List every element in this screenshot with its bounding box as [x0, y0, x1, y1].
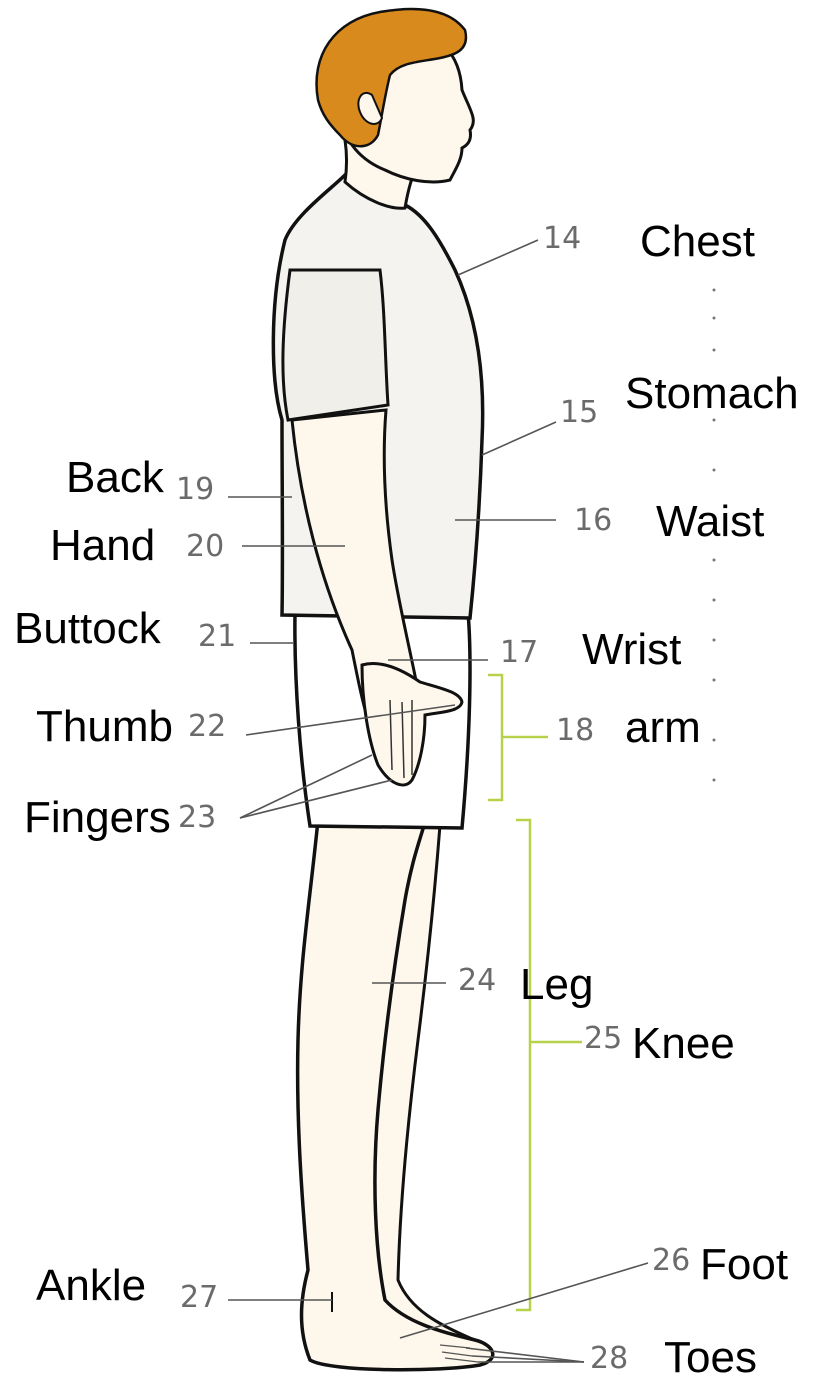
- label-leg: Leg: [520, 963, 593, 1007]
- label-fingers: Fingers: [24, 796, 171, 840]
- label-16-number: 16: [574, 506, 612, 536]
- label-toes: Toes: [664, 1336, 757, 1380]
- label-20-number: 20: [186, 532, 224, 562]
- label-hand: Hand: [50, 524, 155, 568]
- label-stomach: Stomach: [625, 372, 799, 416]
- label-15-number: 15: [560, 398, 598, 428]
- label-thumb: Thumb: [36, 705, 173, 749]
- label-14-number: 14: [543, 224, 581, 254]
- label-27-number: 27: [180, 1283, 218, 1313]
- label-24-number: 24: [458, 966, 496, 996]
- label-knee: Knee: [632, 1022, 735, 1066]
- leader-foot: [400, 1263, 648, 1338]
- label-26-number: 26: [652, 1246, 690, 1276]
- label-22-number: 22: [188, 712, 226, 742]
- label-wrist: Wrist: [582, 628, 681, 672]
- leader-chest: [458, 240, 538, 275]
- label-buttock: Buttock: [14, 607, 161, 651]
- label-19-number: 19: [176, 475, 214, 505]
- label-18-number: 18: [556, 716, 594, 746]
- label-arm: arm: [625, 706, 701, 750]
- label-waist: Waist: [656, 500, 764, 544]
- label-17-number: 17: [500, 638, 538, 668]
- label-foot: Foot: [700, 1243, 788, 1287]
- label-28-number: 28: [590, 1344, 628, 1374]
- bracket-arm: [488, 675, 548, 800]
- label-21-number: 21: [198, 622, 236, 652]
- leader-stomach: [482, 422, 556, 455]
- label-chest: Chest: [640, 220, 755, 264]
- label-ankle: Ankle: [36, 1264, 146, 1308]
- label-23-number: 23: [178, 803, 216, 833]
- arm-sleeve: [283, 270, 388, 420]
- label-25-number: 25: [584, 1024, 622, 1054]
- label-back: Back: [66, 456, 164, 500]
- bracket-leg: [516, 820, 582, 1310]
